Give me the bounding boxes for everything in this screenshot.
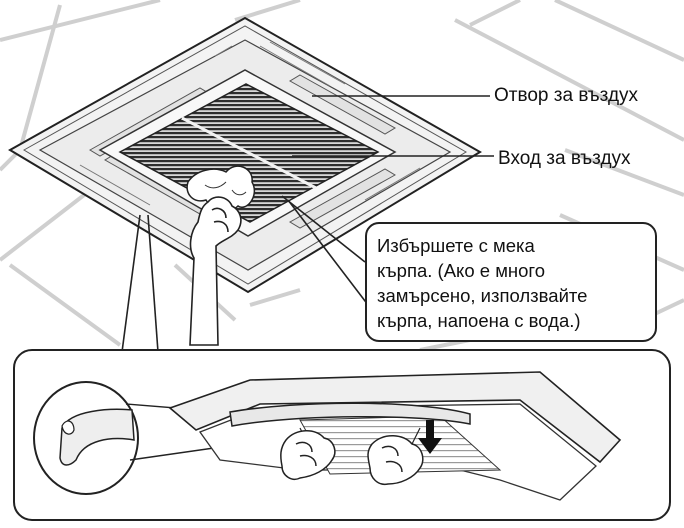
instruction-line: кърпа, напоена с вода.) [377, 310, 581, 331]
hand-icon [280, 430, 336, 480]
hand-icon [367, 435, 424, 486]
instruction-line: Избършете с мека [377, 235, 535, 256]
air-inlet-label: Вход за въздух [498, 148, 631, 169]
detail-inset [13, 349, 671, 521]
instruction-callout: Избършете с мека кърпа. (Ако е много зам… [365, 222, 657, 342]
hand-icon [189, 196, 242, 346]
down-arrow-icon [418, 420, 442, 454]
instruction-line: замърсено, използвайте [377, 285, 588, 306]
magnified-edge [33, 381, 139, 495]
cassette-panel [8, 16, 482, 294]
cloth-icon [186, 165, 256, 212]
instruction-line: кърпа. (Ако е много [377, 260, 546, 281]
callout-leaders [121, 195, 379, 353]
air-outlet-label: Отвор за въздух [494, 85, 639, 106]
